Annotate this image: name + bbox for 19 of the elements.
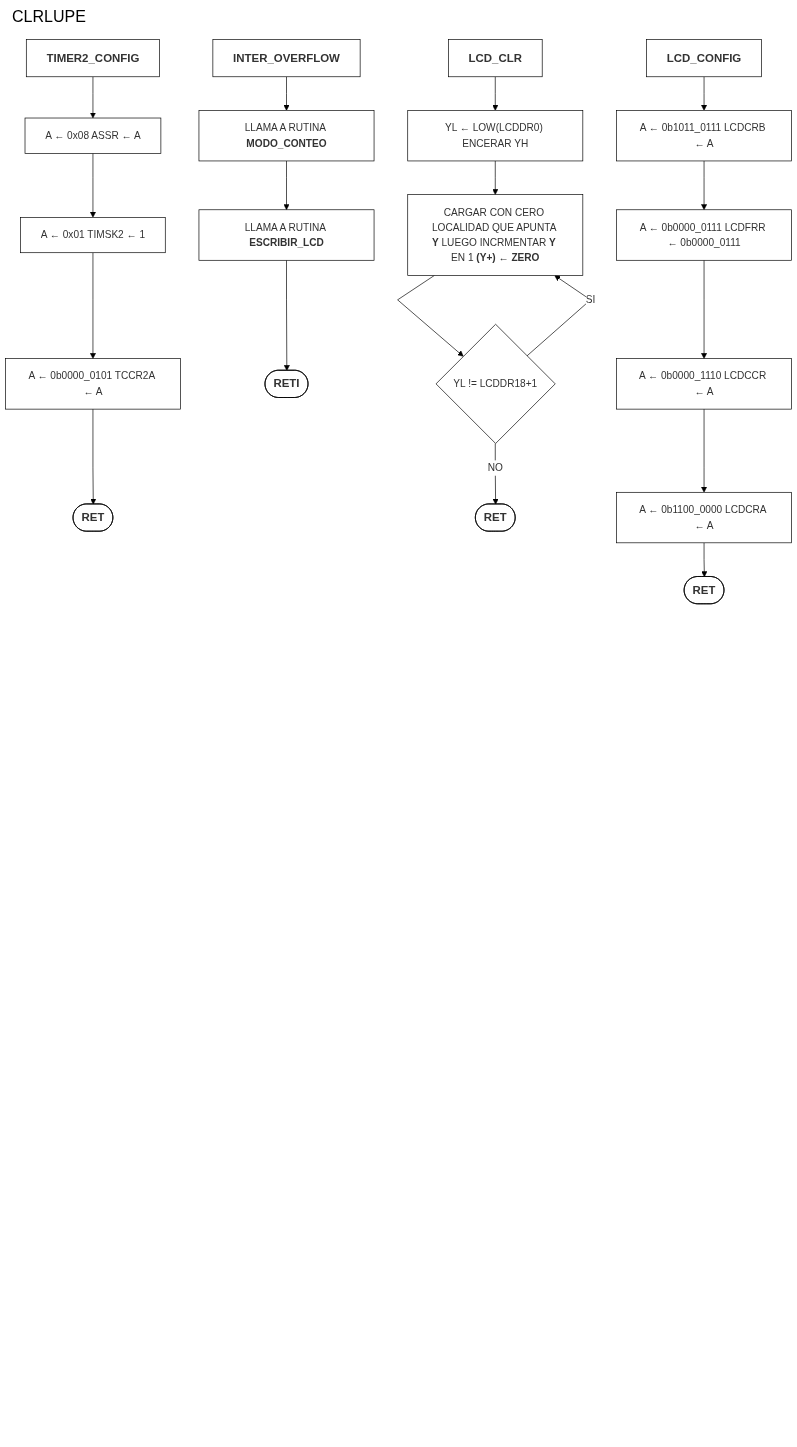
node-box: A ← 0x01 TIMSK2 ← 1 bbox=[20, 217, 166, 254]
node-box: LCD_CONFIG bbox=[646, 39, 762, 78]
node-box: CARGAR CON CERO LOCALIDAD QUE APUNTA Y LUEGO INCRMENTAR Y EN 1 (Y+) ← ZERO bbox=[407, 194, 584, 276]
node-box: A ← 0b0000_1110 LCDCCR ← A bbox=[616, 358, 792, 410]
edge-label: NO bbox=[487, 461, 503, 474]
node-box: LLAMA A RUTINA MODO_CONTEO bbox=[198, 110, 375, 162]
node-box: A ← 0x08 ASSR ← A bbox=[24, 117, 162, 154]
node-box: A ← 0b0000_0111 LCDFRR ← 0b0000_0111 bbox=[616, 209, 792, 261]
node-box: A ← 0b1011_0111 LCDCRB ← A bbox=[616, 110, 792, 162]
edge-label: SI bbox=[585, 293, 596, 306]
node-box: LLAMA A RUTINA ESCRIBIR_LCD bbox=[198, 209, 375, 261]
node-diamond: YL != LCDDR18+1 bbox=[435, 323, 556, 444]
node-box: LCD_CLR bbox=[448, 39, 543, 78]
node-box: INTER_OVERFLOW bbox=[212, 39, 361, 78]
node-box: A ← 0b0000_0101 TCCR2A ← A bbox=[5, 358, 181, 410]
loop-label: CLRLUPE bbox=[12, 8, 87, 26]
node-box: A ← 0b1100_0000 LCDCRA ← A bbox=[616, 491, 792, 544]
node-box: YL ← LOW(LCDDR0) ENCERAR YH bbox=[407, 110, 584, 162]
node-box: TIMER2_CONFIG bbox=[25, 39, 160, 78]
